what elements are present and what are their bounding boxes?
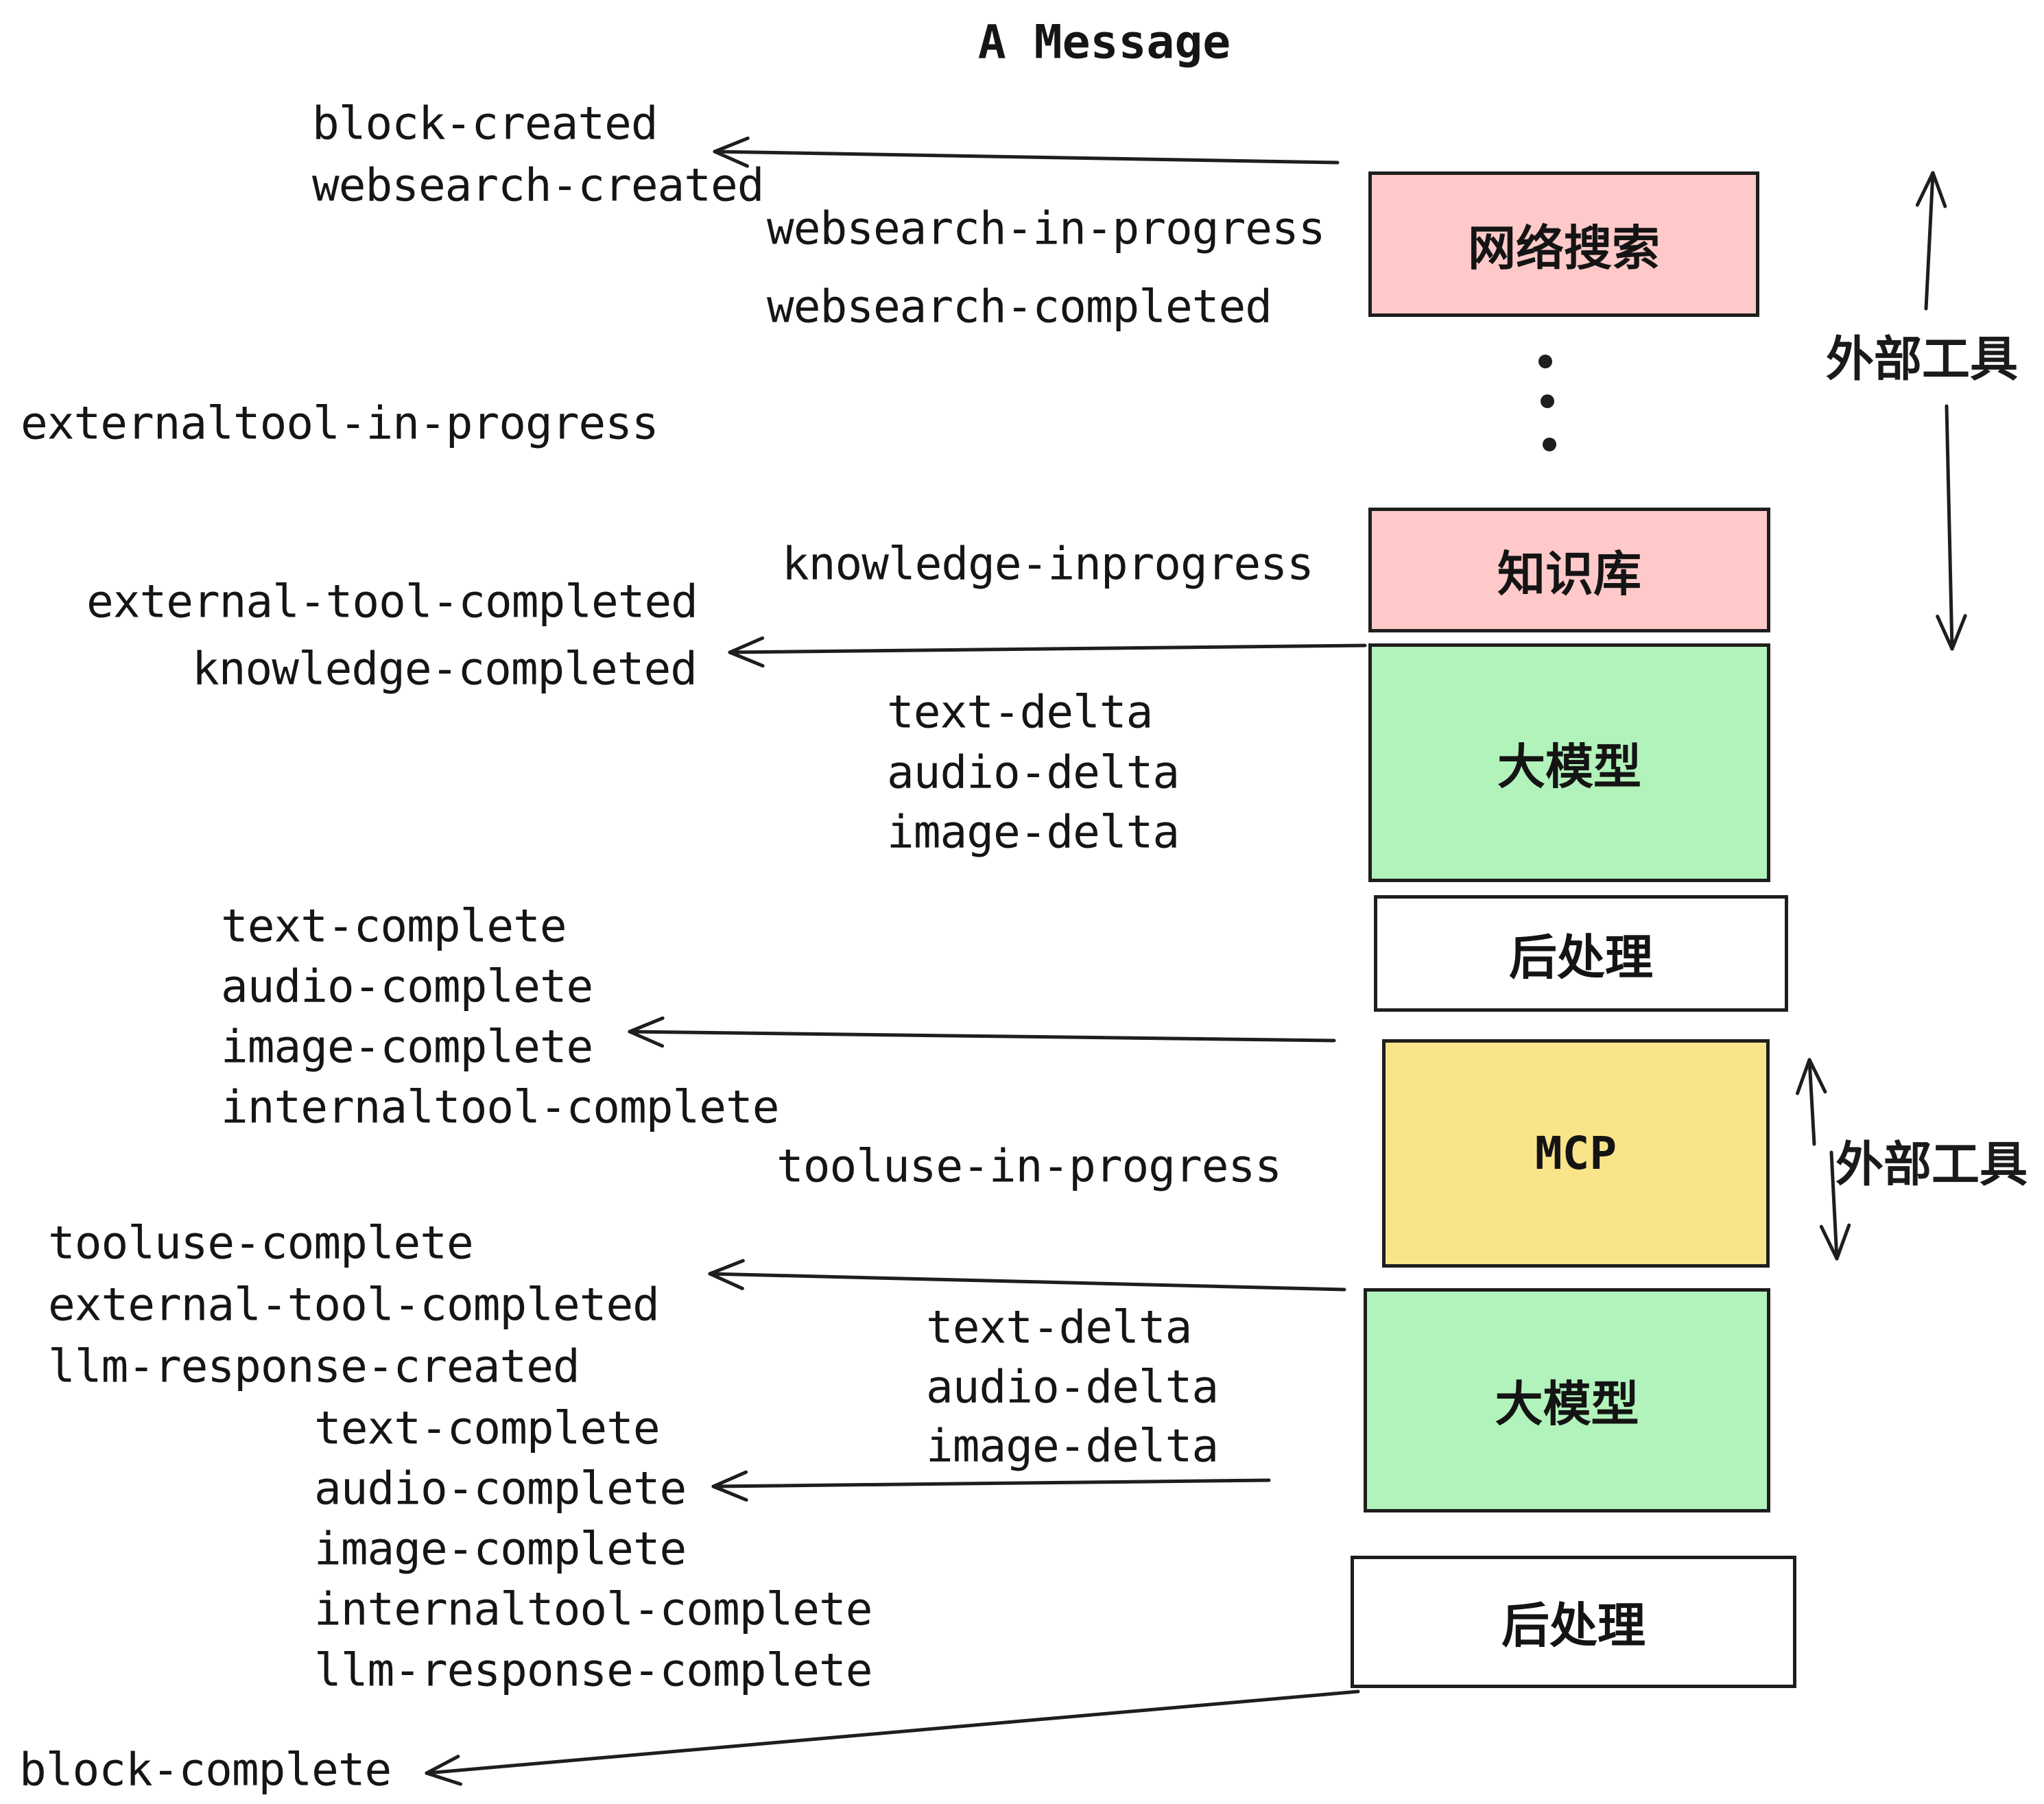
event-label-external-tool-completed: external-tool-completed (86, 575, 698, 628)
event-label-text-complete: text-complete (314, 1401, 661, 1455)
box-llm-1: 大模型 (1368, 643, 1770, 882)
diagram-title: A Message (977, 15, 1231, 70)
box-postproc-2: 后处理 (1351, 1556, 1796, 1688)
box-postproc-2-label: 后处理 (1501, 1598, 1645, 1654)
external-tools-up-arrow (1915, 171, 1947, 311)
arrow-to-tooluse-complete (708, 1259, 1346, 1292)
external-tools-down-arrow (1936, 404, 1967, 651)
event-label-audio-complete: audio-complete (221, 960, 593, 1013)
event-label-block-created: block-created (312, 97, 658, 150)
event-label-llm-response-created: llm-response-created (48, 1340, 580, 1393)
ellipsis-dot (1543, 438, 1556, 451)
box-postproc-1: 后处理 (1374, 895, 1788, 1012)
event-label-text-delta: text-delta (926, 1301, 1192, 1354)
event-label-image-complete: image-complete (314, 1522, 687, 1576)
box-mcp: MCP (1382, 1039, 1770, 1268)
box-llm-2: 大模型 (1364, 1288, 1770, 1512)
arrow-to-block-created (713, 137, 1340, 168)
box-postproc-1-label: 后处理 (1509, 929, 1653, 986)
box-websearch: 网络搜索 (1368, 171, 1759, 317)
event-label-knowledge-inprogress: knowledge-inprogress (782, 537, 1314, 591)
box-websearch-label: 网络搜索 (1468, 219, 1660, 276)
event-label-knowledge-completed: knowledge-completed (192, 642, 698, 696)
event-label-image-complete: image-complete (221, 1020, 593, 1073)
box-mcp-label: MCP (1534, 1127, 1617, 1180)
event-label-audio-delta: audio-delta (887, 746, 1180, 799)
event-label-websearch-created: websearch-created (312, 158, 765, 212)
event-label-external-tool-completed: external-tool-completed (48, 1278, 660, 1331)
event-label-image-delta: image-delta (926, 1419, 1219, 1473)
event-label-websearch-completed: websearch-completed (767, 280, 1272, 333)
event-label-llm-response-complete: llm-response-complete (314, 1643, 872, 1697)
event-label-tooluse-in-progress: tooluse-in-progress (776, 1139, 1282, 1193)
arrow-to-block-complete (425, 1689, 1360, 1786)
mcp-external-tools-up-arrow (1796, 1058, 1827, 1146)
event-label-text-complete: text-complete (221, 899, 567, 953)
event-label-audio-delta: audio-delta (926, 1360, 1219, 1414)
box-llm-2-label: 大模型 (1495, 1376, 1639, 1432)
box-knowledge: 知识库 (1368, 508, 1770, 632)
event-label-internaltool-complete: internaltool-complete (314, 1582, 872, 1636)
mcp-external-tools-down-arrow (1819, 1150, 1851, 1261)
arrow-to-audio-complete (711, 1470, 1271, 1502)
arrow-to-image-complete (628, 1016, 1336, 1048)
ellipsis-dot (1538, 355, 1552, 368)
box-llm-1-label: 大模型 (1497, 738, 1641, 795)
event-label-text-delta: text-delta (887, 685, 1153, 739)
event-label-image-delta: image-delta (887, 805, 1180, 859)
arrow-to-knowledge-completed (728, 636, 1367, 668)
external-tools-label-top: 外部工具 (1826, 331, 2018, 388)
event-label-tooluse-complete: tooluse-complete (48, 1216, 474, 1270)
event-label-internaltool-complete: internaltool-complete (221, 1080, 779, 1134)
event-label-audio-complete: audio-complete (314, 1462, 687, 1515)
box-knowledge-label: 知识库 (1497, 545, 1641, 602)
event-label-externaltool-in-progress: externaltool-in-progress (21, 396, 659, 450)
external-tools-label-mcp: 外部工具 (1835, 1136, 2028, 1193)
event-label-block-complete: block-complete (19, 1743, 392, 1796)
event-label-websearch-in-progress: websearch-in-progress (767, 202, 1325, 255)
ellipsis-dot (1541, 394, 1554, 408)
